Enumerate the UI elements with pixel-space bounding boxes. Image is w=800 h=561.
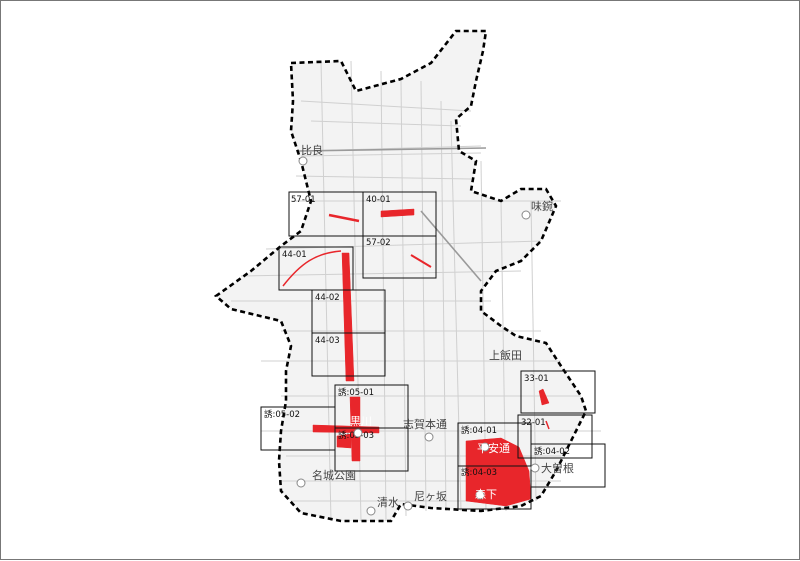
ward-area	[216, 31, 586, 521]
place-label: 上飯田	[489, 348, 522, 362]
station-icon	[353, 428, 363, 438]
tile-label: 57-01	[291, 195, 316, 205]
station-icon	[296, 478, 306, 488]
highlight-05-cross-small	[336, 433, 352, 449]
highlight-04-block	[465, 437, 532, 507]
tile-label: 誘:05-02	[264, 409, 300, 420]
tile-label: 44-01	[282, 250, 307, 260]
tile-label: 44-02	[315, 293, 340, 303]
tile-label: 57-02	[366, 238, 391, 248]
station-icon	[475, 490, 485, 500]
highlight-57-02	[410, 254, 432, 268]
tile-label: 誘:04-02	[534, 446, 570, 457]
highlight-44-02-03	[341, 252, 355, 382]
tile-05-03[interactable]	[334, 427, 409, 472]
station-icons	[296, 156, 540, 516]
station-icon	[403, 501, 413, 511]
station-icon	[298, 156, 308, 166]
station-icon	[530, 463, 540, 473]
tile-57-02[interactable]	[362, 235, 437, 279]
ward-boundary	[213, 29, 588, 523]
place-label: 大曽根	[541, 461, 574, 475]
basemap-rail	[298, 147, 487, 282]
tile-label: 誘:04-03	[461, 467, 497, 478]
place-label: 森下	[475, 487, 497, 501]
tile-32-01[interactable]	[517, 414, 593, 459]
place-label: 味鋺	[531, 199, 553, 213]
tile-label: 誘:05-01	[338, 387, 374, 398]
tile-label: 44-03	[315, 336, 340, 346]
place-label: 比良	[301, 143, 323, 157]
station-icon	[424, 432, 434, 442]
highlight-33-01	[538, 388, 550, 406]
highlight-57-01	[328, 213, 360, 223]
station-icon	[480, 442, 490, 452]
place-label: 尼ヶ坂	[414, 490, 447, 503]
tile-44-03[interactable]	[311, 332, 386, 377]
tile-label: 32-01	[521, 418, 546, 428]
tile-frames	[260, 191, 606, 510]
place-label: 名城公園	[312, 468, 356, 482]
place-labels: 比良 味鋺 上飯田 黒川 志賀本通 平安通 大曽根 名城公園 清水 尼ヶ坂 森下	[301, 143, 574, 509]
tile-33-01[interactable]	[520, 370, 596, 414]
place-label: 平安通	[477, 441, 510, 455]
highlight-features	[282, 208, 550, 507]
place-label: 清水	[377, 496, 399, 509]
highlight-05-cross-horiz	[312, 424, 380, 434]
basemap-roads	[231, 60, 601, 522]
highlight-44-01	[282, 250, 342, 287]
tile-label: 誘:04-01	[461, 425, 497, 436]
station-icon	[366, 506, 376, 516]
tile-label: 40-01	[366, 195, 391, 205]
station-icon	[521, 210, 531, 220]
highlight-32-01	[545, 420, 550, 430]
place-label: 志賀本通	[403, 417, 447, 431]
place-label: 黒川	[350, 415, 372, 428]
highlight-40-01	[380, 208, 415, 218]
tile-label: 33-01	[524, 374, 549, 384]
tile-04-03[interactable]	[457, 465, 532, 510]
